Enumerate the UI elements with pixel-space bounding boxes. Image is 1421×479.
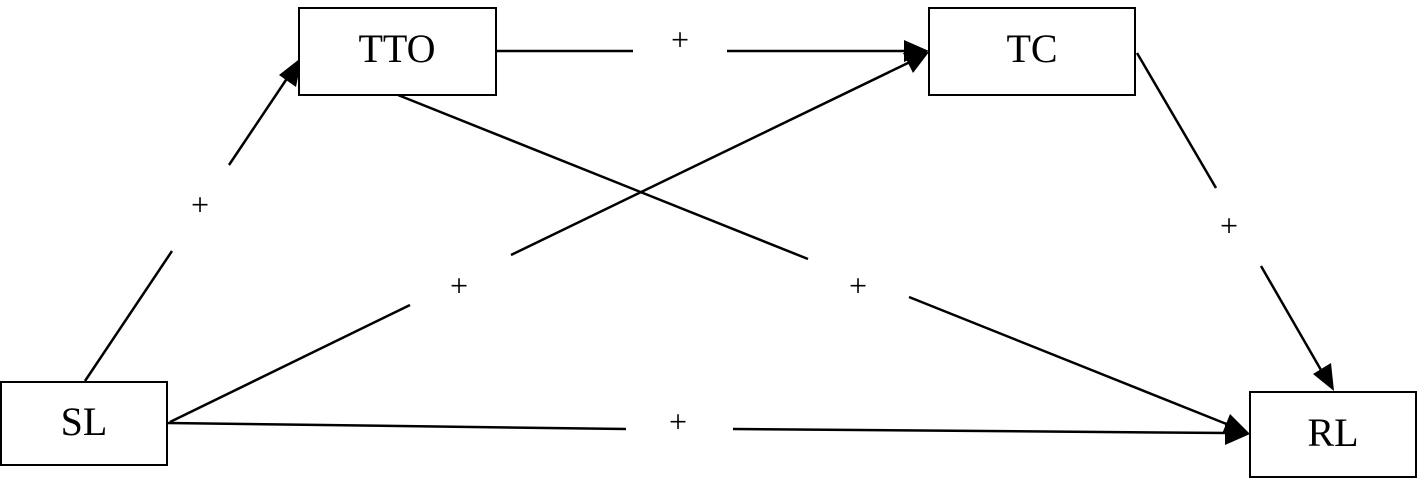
node-tto: TTO (298, 7, 497, 96)
edge-tc-to-rl: + (1135, 52, 1334, 391)
edge-sl-rl-line-left (167, 421, 627, 431)
edge-tto-to-rl: + (397, 93, 1250, 434)
node-sl: SL (0, 381, 168, 466)
edge-tc-rl-line-upper (1135, 52, 1218, 189)
edge-tto-to-tc: + (497, 21, 929, 62)
edge-sl-tto-line-lower (83, 250, 174, 382)
node-tc-label: TC (1006, 26, 1057, 71)
edge-sl-tto-arrowhead (279, 57, 302, 87)
edge-sl-to-tc: + (169, 52, 929, 424)
node-tto-box (298, 7, 497, 96)
node-tto-label: TTO (358, 26, 435, 71)
node-sl-label: SL (61, 399, 108, 444)
node-rl: RL (1249, 391, 1417, 478)
edge-sl-tto-line-upper (227, 73, 292, 166)
edge-sl-rl-line-right (732, 427, 1229, 435)
edge-tc-rl-arrowhead (1313, 363, 1334, 391)
edge-tto-rl-line-upper (397, 93, 809, 261)
edge-sl-tto-label: + (191, 186, 209, 222)
node-rl-label: RL (1307, 410, 1358, 455)
edge-sl-rl-label: + (669, 403, 687, 439)
edge-sl-tc-label: + (450, 267, 468, 303)
edge-tc-rl-label: + (1220, 207, 1238, 243)
edge-sl-rl-arrowhead (1225, 422, 1250, 445)
node-sl-box (0, 381, 168, 466)
node-tc: TC (928, 7, 1136, 96)
edge-sl-to-rl: + (167, 403, 1250, 445)
node-rl-box (1249, 391, 1417, 478)
edge-sl-tc-line-lower (169, 303, 411, 424)
node-tc-box (928, 7, 1136, 96)
edge-tto-rl-label: + (849, 267, 867, 303)
edge-sl-tc-line-upper (510, 60, 911, 257)
edge-tto-tc-label: + (671, 21, 689, 57)
edge-sl-to-tto: + (83, 57, 302, 382)
edge-tc-rl-line-lower (1259, 265, 1323, 371)
edge-tto-rl-line-lower (908, 295, 1230, 427)
edge-sl-tc-arrowhead (903, 52, 929, 73)
